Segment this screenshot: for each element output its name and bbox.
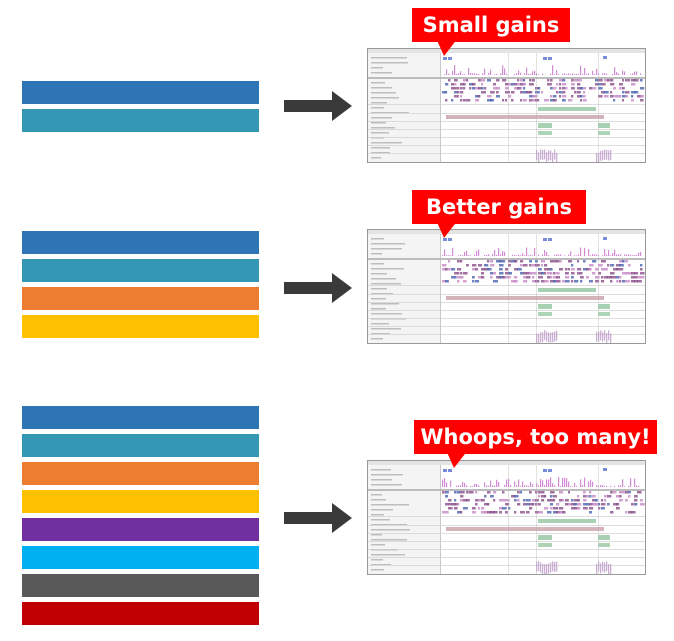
callout-too-many: Whoops, too many! <box>414 420 657 468</box>
profiler-screenshot-thumbnail <box>367 229 646 344</box>
callout-text: Small gains <box>422 13 560 37</box>
profiler-screenshot-thumbnail <box>367 48 646 163</box>
arrow-right-icon <box>284 91 352 121</box>
color-bar-3-2 <box>22 434 259 457</box>
color-bar-1-2 <box>22 109 259 132</box>
color-bar-3-6 <box>22 546 259 569</box>
color-bar-2-3 <box>22 287 259 310</box>
color-bar-2-2 <box>22 259 259 282</box>
color-bar-3-4 <box>22 490 259 513</box>
color-bar-3-3 <box>22 462 259 485</box>
profiler-screenshot-thumbnail <box>367 460 646 575</box>
arrow-right-icon <box>284 273 352 303</box>
color-bar-2-1 <box>22 231 259 254</box>
arrow-right-icon <box>284 503 352 533</box>
color-bar-3-8 <box>22 602 259 625</box>
color-bar-3-1 <box>22 406 259 429</box>
color-bar-1-1 <box>22 81 259 104</box>
callout-text: Better gains <box>425 195 573 219</box>
color-bar-2-4 <box>22 315 259 338</box>
callout-better-gains: Better gains <box>412 190 586 238</box>
callout-small-gains: Small gains <box>412 8 570 56</box>
color-bar-3-5 <box>22 518 259 541</box>
callout-text: Whoops, too many! <box>420 425 651 449</box>
color-bar-3-7 <box>22 574 259 597</box>
